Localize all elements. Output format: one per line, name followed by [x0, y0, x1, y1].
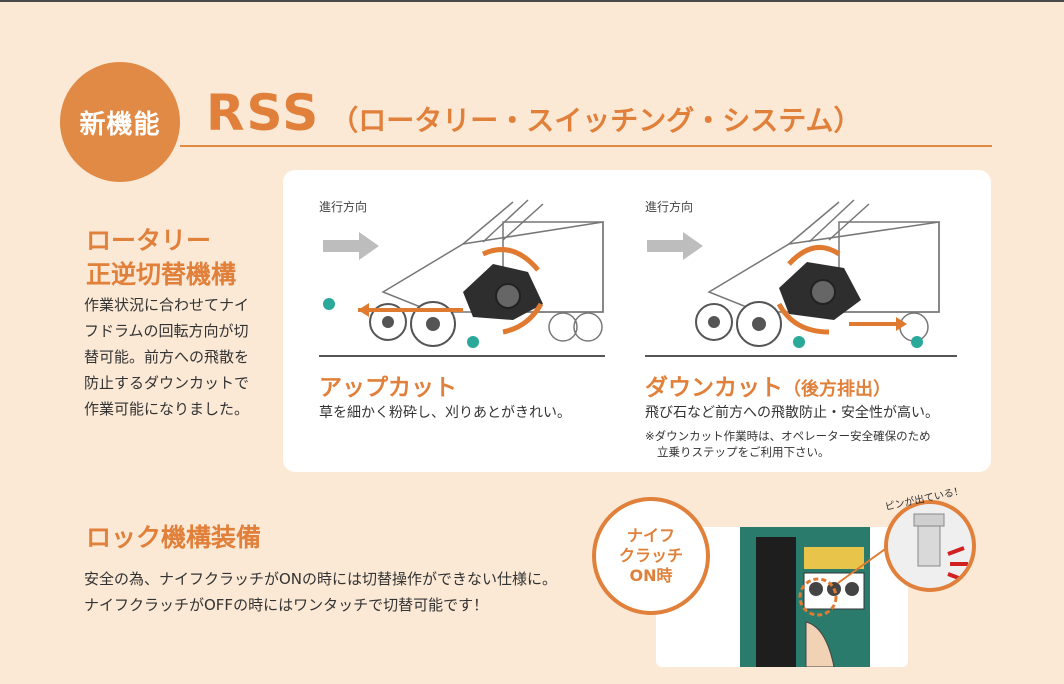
clutch-panel-illustration	[740, 527, 889, 667]
upcut-heading: アップカット	[319, 375, 457, 401]
title-main: RSS	[206, 84, 321, 142]
new-feature-badge: 新機能	[60, 62, 180, 182]
downcut-heading: ダウンカット（後方排出）	[645, 368, 891, 402]
lock-body: 安全の為、ナイフクラッチがONの時には切替操作ができない仕様に。 ナイフクラッチ…	[84, 566, 557, 618]
badge-label: 新機能	[79, 109, 161, 140]
title-sub: （ロータリー・スイッチング・システム）	[330, 104, 862, 137]
lock-heading: ロック機構装備	[86, 523, 262, 552]
pin-icon	[913, 513, 968, 582]
direction-arrow-icon	[323, 232, 379, 260]
downcut-note-line2: 立乗りステップをご利用下さい。	[657, 445, 830, 459]
downcut-note: ※ダウンカット作業時は、オペレーター安全確保のため 立乗りステップをご利用下さい…	[645, 428, 931, 460]
upcut-description: 草を細かく粉砕し、刈りあとがきれい。	[319, 405, 571, 421]
rotary-heading-line2: 正逆切替機構	[86, 260, 237, 289]
direction-arrow-icon	[647, 232, 703, 260]
downcut-heading-sub: （後方排出）	[783, 379, 891, 400]
rotary-body-line: 作業状況に合わせてナイ	[84, 296, 250, 314]
downcut-illustration	[645, 199, 957, 357]
downcut-note-line1: ※ダウンカット作業時は、オペレーター安全確保のため	[645, 429, 931, 443]
teal-dot-icon	[323, 298, 335, 310]
teal-dot-icon	[793, 336, 805, 348]
rotary-body: 作業状況に合わせてナイ フドラムの回転方向が切 替可能。前方への飛散を 防止する…	[84, 292, 249, 422]
rotary-body-line: 防止するダウンカットで	[84, 374, 250, 392]
rotary-heading: ロータリー 正逆切替機構	[86, 224, 236, 292]
rotary-heading-line1: ロータリー	[86, 226, 212, 255]
top-rule	[0, 0, 1064, 2]
bubble-line3: ON時	[629, 566, 673, 585]
knife-clutch-photo	[656, 527, 908, 667]
cut-mode-panel: 進行方向 アップカット 草を細かく粉砕し、刈りあとがきれい。 進行方向 ダウンカ…	[283, 170, 991, 472]
bubble-line2: クラッチ	[618, 546, 683, 565]
teal-dot-icon	[467, 336, 479, 348]
title-underline	[180, 145, 992, 147]
lock-body-line2: ナイフクラッチがOFFの時にはワンタッチで切替可能です！	[84, 596, 489, 614]
upcut-illustration	[319, 199, 605, 357]
pin-zoom-detail	[884, 500, 976, 592]
downcut-heading-main: ダウンカット	[645, 375, 783, 401]
lock-body-line1: 安全の為、ナイフクラッチがONの時には切替操作ができない仕様に。	[84, 570, 558, 588]
rotary-body-line: 替可能。前方への飛散を	[84, 348, 250, 366]
teal-dot-icon	[911, 336, 923, 348]
knife-clutch-on-callout: ナイフ クラッチ ON時	[592, 497, 710, 615]
page-title: RSS （ロータリー・スイッチング・システム）	[206, 84, 862, 142]
bubble-line1: ナイフ	[626, 526, 675, 545]
downcut-description: 飛び石など前方への飛散防止・安全性が高い。	[645, 405, 939, 421]
downcut-direction-label: 進行方向	[645, 200, 694, 214]
rotary-body-line: 作業可能になりました。	[84, 400, 250, 418]
rotary-body-line: フドラムの回転方向が切	[84, 322, 249, 340]
upcut-direction-label: 進行方向	[319, 200, 368, 214]
